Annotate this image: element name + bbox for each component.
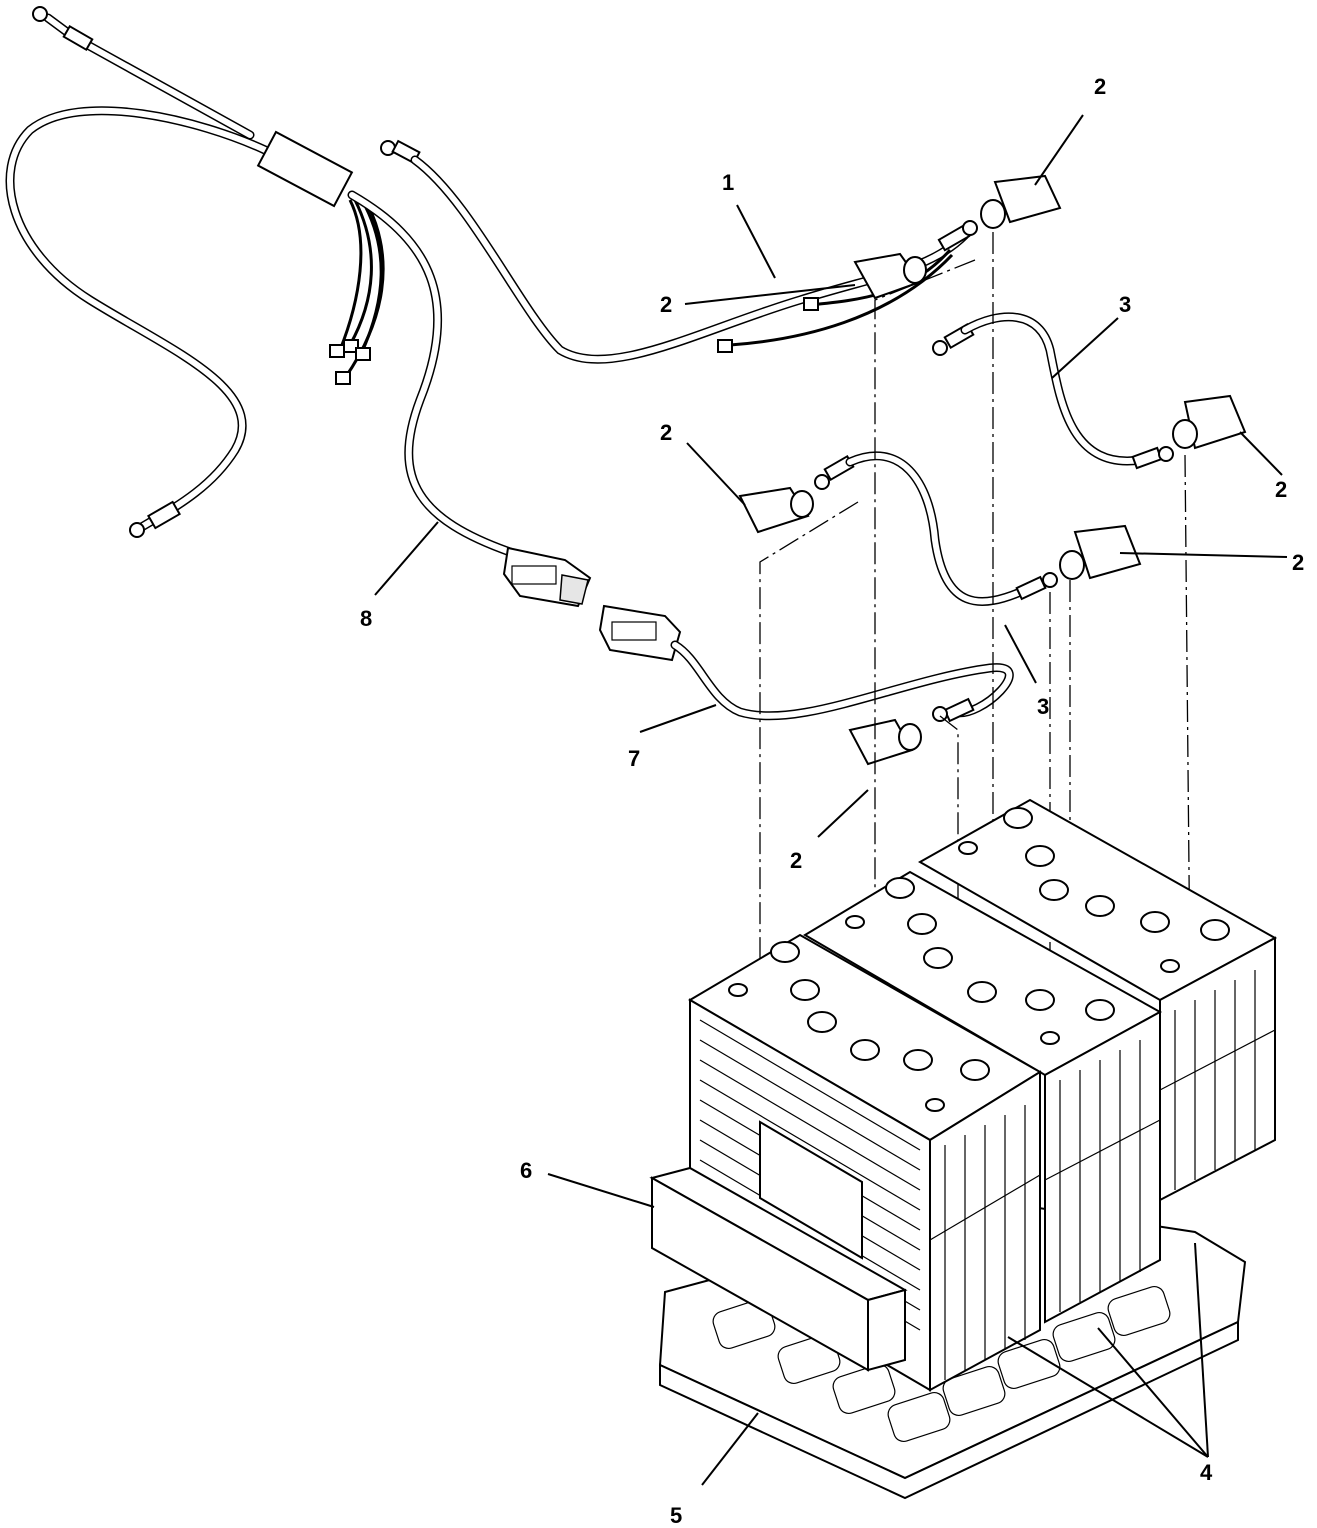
callout-3: 3: [1119, 292, 1131, 317]
callout-2: 2: [790, 848, 802, 873]
callout-2: 2: [1275, 477, 1287, 502]
terminal-covers: [738, 174, 1247, 766]
wire-harness: [5, 6, 592, 608]
cable-3-lower: [814, 451, 1058, 606]
cable-7: [598, 604, 1014, 723]
terminal-cover: [848, 718, 922, 766]
callout-8: 8: [360, 606, 372, 631]
callout-2: 2: [1094, 74, 1106, 99]
callout-5: 5: [670, 1503, 682, 1528]
cable-3-upper: [932, 312, 1174, 470]
callout-7: 7: [628, 746, 640, 771]
alignment-centerlines: [759, 232, 1191, 1108]
terminal-cover: [980, 174, 1062, 229]
callout-2: 2: [1292, 550, 1304, 575]
callout-2: 2: [660, 292, 672, 317]
terminal-cover: [1059, 524, 1142, 580]
terminal-cover: [738, 486, 814, 534]
battery-middle: [803, 870, 1163, 1324]
callout-3: 3: [1037, 694, 1049, 719]
terminal-cover: [1172, 394, 1247, 450]
battery-back: [917, 798, 1278, 1202]
callout-4: 4: [1200, 1460, 1213, 1485]
leader-lines: [374, 114, 1288, 1486]
harness-connector: [502, 546, 592, 608]
terminal-cover: [853, 252, 927, 300]
cable-1: [380, 139, 978, 364]
hold-down-bar: [649, 1166, 908, 1372]
callout-1: 1: [722, 170, 734, 195]
callout-2: 2: [660, 420, 672, 445]
callout-labels: 1 2 3 2 2 2 2 8 3 7 2 6 4 5: [360, 74, 1304, 1528]
callout-6: 6: [520, 1158, 532, 1183]
